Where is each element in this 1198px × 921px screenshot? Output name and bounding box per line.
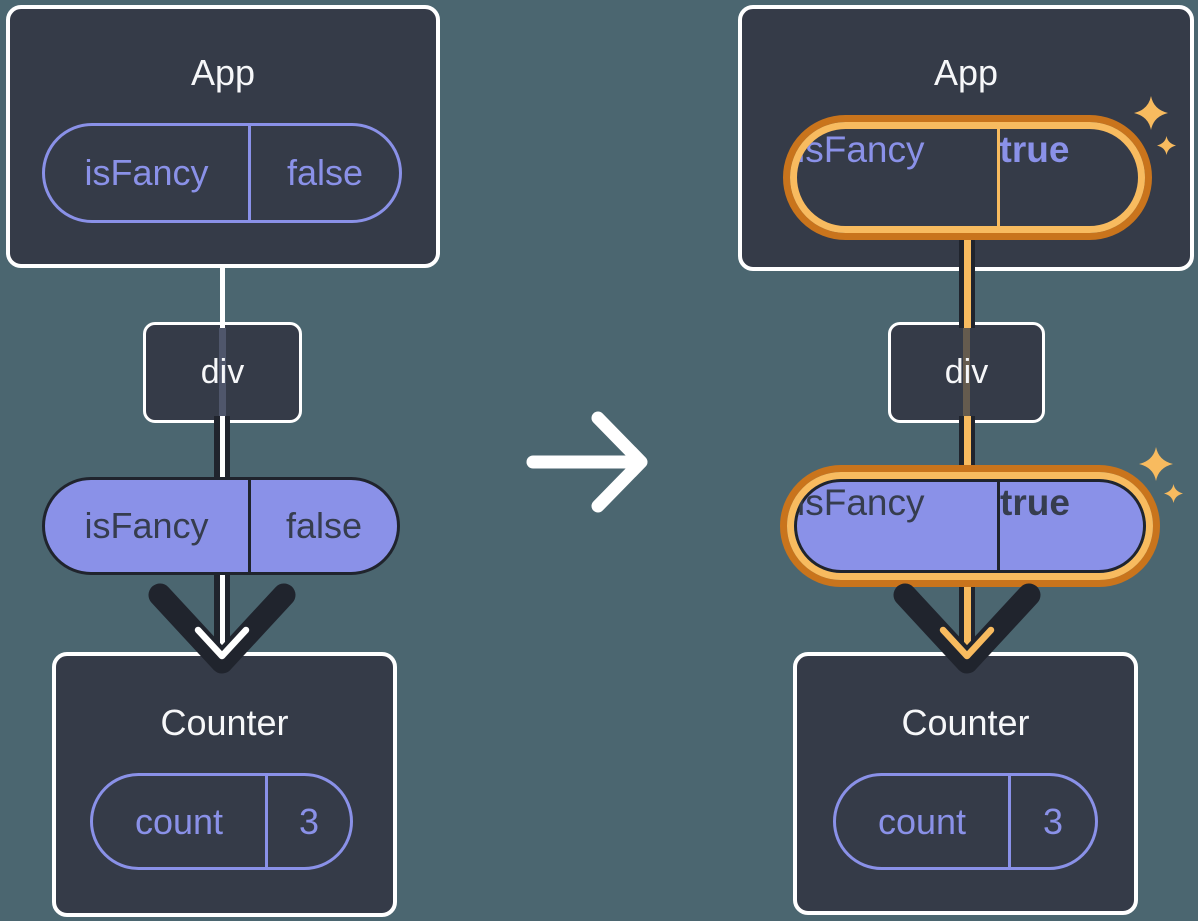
- pill-divider: [1008, 776, 1011, 867]
- connector-pill-counter-core: [219, 572, 225, 654]
- sparkle-icon: [1164, 484, 1183, 503]
- pill-divider: [997, 482, 1000, 570]
- pill-divider: [265, 776, 268, 867]
- div-node: div: [888, 322, 1045, 423]
- transition-arrow-icon: [526, 411, 648, 513]
- app-card-title: App: [190, 52, 256, 93]
- pill-value: 3: [298, 800, 320, 842]
- pill-value: 3: [1042, 800, 1064, 842]
- connector-pill-counter-core: [963, 585, 971, 653]
- pill-key: count: [877, 800, 967, 842]
- pill-value: true: [999, 129, 1070, 170]
- app-state-pill: isFancy false: [42, 123, 402, 223]
- prop-pill-highlighted: isFancy true: [780, 465, 1160, 587]
- pill-key: isFancy: [84, 505, 209, 546]
- sparkle-icon: [1139, 447, 1173, 481]
- connector-through-div: [963, 328, 970, 417]
- connector-through-div: [219, 328, 226, 417]
- pill-key: isFancy: [84, 152, 209, 193]
- connector-app-div: [219, 264, 225, 328]
- counter-state-pill: count 3: [90, 773, 353, 870]
- div-node-label: div: [944, 353, 989, 391]
- counter-card-title: Counter: [901, 702, 1030, 743]
- pill-value: false: [286, 152, 364, 193]
- pill-key: count: [134, 800, 224, 842]
- prop-pill: isFancy false: [42, 477, 400, 575]
- connector-div-pill-core: [219, 416, 225, 482]
- pill-value: true: [1000, 482, 1070, 523]
- pill-value: false: [285, 505, 363, 546]
- pill-divider: [248, 480, 251, 572]
- connector-div-pill-core: [963, 416, 971, 482]
- counter-card-title: Counter: [160, 702, 289, 743]
- pill-divider: [248, 126, 251, 220]
- counter-state-pill: count 3: [833, 773, 1098, 870]
- connector-app-div-core: [963, 239, 971, 328]
- pill-key: isFancy: [797, 129, 925, 170]
- app-state-pill-highlighted: isFancy true: [783, 115, 1152, 240]
- div-node: div: [143, 322, 302, 423]
- pill-divider: [997, 129, 1000, 226]
- pill-key: isFancy: [797, 482, 925, 523]
- div-node-label: div: [200, 353, 245, 391]
- app-card-title: App: [933, 52, 999, 93]
